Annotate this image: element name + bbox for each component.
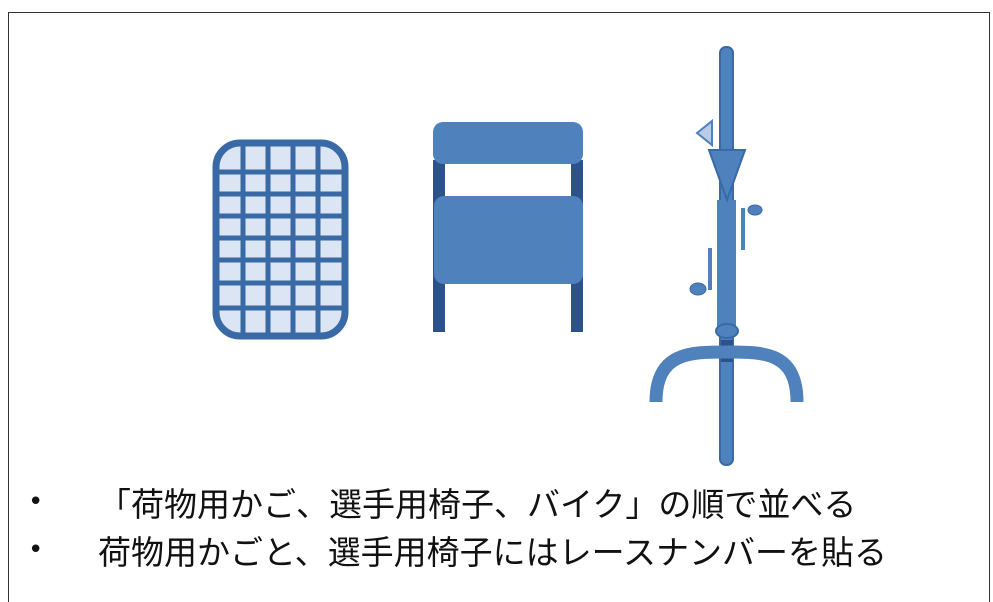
bullet-list: • 「荷物用かご、選手用椅子、バイク」の順で並べる • 荷物用かごと、選手用椅子… [28, 478, 887, 574]
bullet-text: 「荷物用かご、選手用椅子、バイク」の順で並べる [98, 485, 857, 524]
bullet-marker: • [28, 487, 44, 517]
slide-frame [8, 12, 990, 602]
chair-icon [433, 122, 583, 332]
bicycle-icon [649, 46, 804, 466]
bullet-item: • 「荷物用かご、選手用椅子、バイク」の順で並べる [28, 478, 887, 526]
bullet-marker: • [28, 535, 44, 565]
bullet-text: 荷物用かごと、選手用椅子にはレースナンバーを貼る [98, 533, 888, 572]
basket-icon [212, 139, 349, 340]
bullet-item: • 荷物用かごと、選手用椅子にはレースナンバーを貼る [28, 526, 887, 574]
